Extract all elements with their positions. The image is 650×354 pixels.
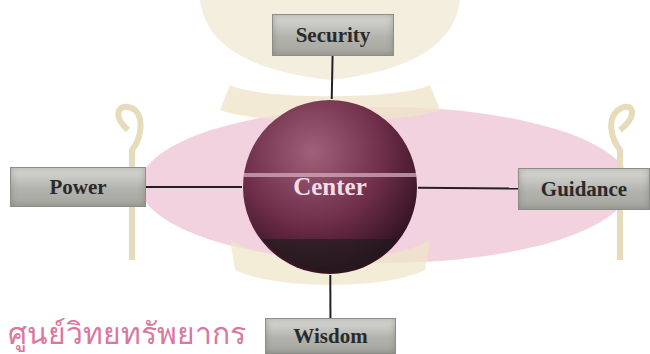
- label-box: Guidance: [518, 168, 650, 210]
- node-label: Center: [293, 173, 367, 201]
- connector-line: [331, 56, 333, 99]
- node-label: Power: [49, 175, 106, 200]
- emblem-top: [200, 0, 460, 80]
- connector-line: [146, 187, 242, 188]
- label-box: Wisdom: [265, 318, 396, 354]
- watermark: ศูนย์วิทยทรัพยากร: [8, 310, 246, 354]
- node-label: Guidance: [541, 177, 627, 202]
- center-sphere: Center: [242, 99, 418, 275]
- connector-line: [330, 275, 331, 318]
- node-label: Security: [296, 23, 371, 48]
- node-label: Wisdom: [293, 324, 367, 349]
- label-box: Security: [272, 14, 394, 56]
- connector-line: [418, 187, 518, 189]
- label-box: Power: [10, 167, 146, 207]
